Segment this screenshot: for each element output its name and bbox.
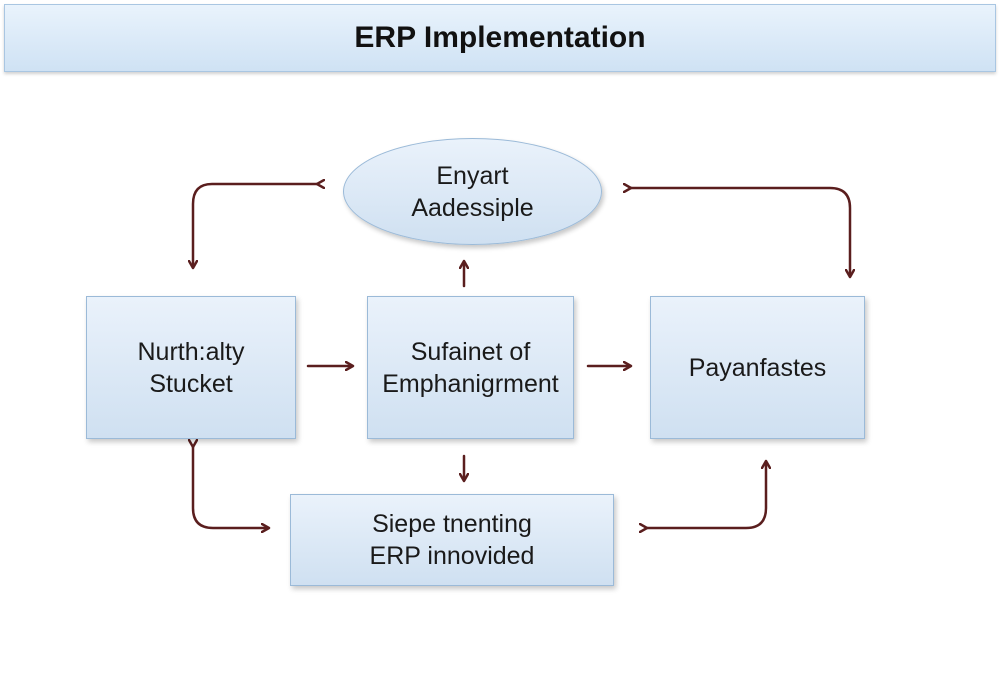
arrow-top-right [630, 188, 850, 276]
node-left-line1: Nurth:alty [137, 337, 245, 366]
node-left-line2: Stucket [149, 369, 233, 398]
node-top-line2: Aadessiple [411, 193, 534, 222]
node-center-box: Sufainet of Emphanigrment [367, 296, 574, 439]
page-title: ERP Implementation [354, 21, 646, 54]
node-top-ellipse: Enyart Aadessiple [343, 138, 602, 245]
arrow-bottom-left [193, 446, 268, 528]
node-left-box: Nurth:alty Stucket [86, 296, 296, 439]
node-right-box: Payanfastes [650, 296, 865, 439]
arrow-top-left [193, 184, 318, 267]
node-bottom-line2: ERP innovided [369, 542, 535, 570]
node-center-line2: Emphanigrment [382, 369, 559, 398]
node-bottom-box: Siepe tnenting ERP innovided [290, 494, 614, 586]
node-right-line1: Payanfastes [688, 353, 827, 382]
title-bar: ERP Implementation [4, 4, 996, 72]
node-center-line1: Sufainet of [410, 337, 531, 366]
arrow-bottom-right [646, 462, 766, 528]
node-top-line1: Enyart [436, 161, 509, 190]
node-bottom-line1: Siepe tnenting [372, 510, 532, 538]
